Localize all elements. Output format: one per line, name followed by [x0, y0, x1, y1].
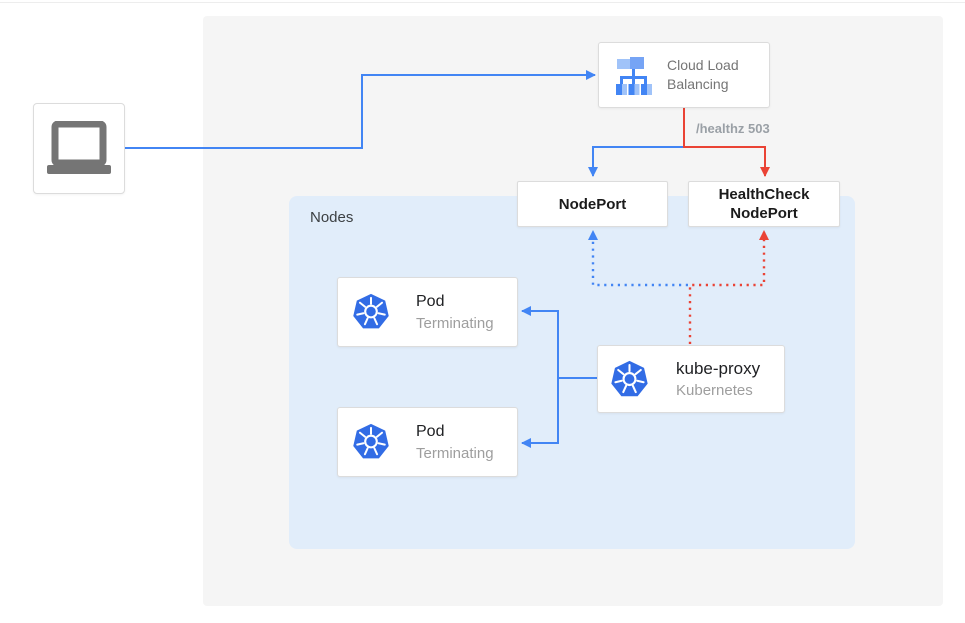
- nodeport-box: NodePort: [517, 181, 668, 227]
- kubeproxy-to-pod1-line: [521, 306, 597, 379]
- pod-box-1: Pod Terminating: [337, 277, 518, 347]
- pod-title: Pod: [416, 293, 445, 310]
- healthz-503-label: /healthz 503: [696, 121, 770, 136]
- pod-status: Terminating: [416, 315, 494, 332]
- client-to-clb-line: [125, 70, 596, 149]
- pod-title: Pod: [416, 423, 445, 440]
- kubeproxy-to-healthcheck-dotted-line: [688, 230, 769, 344]
- kubernetes-icon: [351, 292, 391, 332]
- clb-to-healthcheck-line: [683, 108, 770, 177]
- kubernetes-icon: [609, 359, 650, 400]
- healthcheck-nodeport-label: HealthCheck NodePort: [718, 186, 810, 222]
- nodes-panel-label: Nodes: [310, 209, 354, 226]
- kube-proxy-title: kube-proxy: [676, 359, 761, 378]
- laptop-icon: [44, 120, 114, 177]
- pod-box-2: Pod Terminating: [337, 407, 518, 477]
- healthcheck-nodeport-box: HealthCheck NodePort: [688, 181, 840, 227]
- kube-proxy-box: kube-proxy Kubernetes: [597, 345, 785, 413]
- top-divider-line: [0, 2, 965, 3]
- kubeproxy-to-pod2-line: [521, 377, 559, 448]
- kube-proxy-subtitle: Kubernetes: [676, 382, 753, 399]
- clb-to-nodeport-line: [588, 146, 685, 177]
- pod-status: Terminating: [416, 445, 494, 462]
- client-device-box: [33, 103, 125, 194]
- kubernetes-icon: [351, 422, 391, 462]
- cloud-load-balancing-box: Cloud Load Balancing: [598, 42, 770, 108]
- load-balancer-icon: [612, 54, 654, 96]
- nodeport-label: NodePort: [558, 195, 627, 213]
- kubeproxy-to-nodeport-dotted-line: [588, 230, 688, 287]
- cloud-load-balancing-label: Cloud Load Balancing: [667, 57, 739, 92]
